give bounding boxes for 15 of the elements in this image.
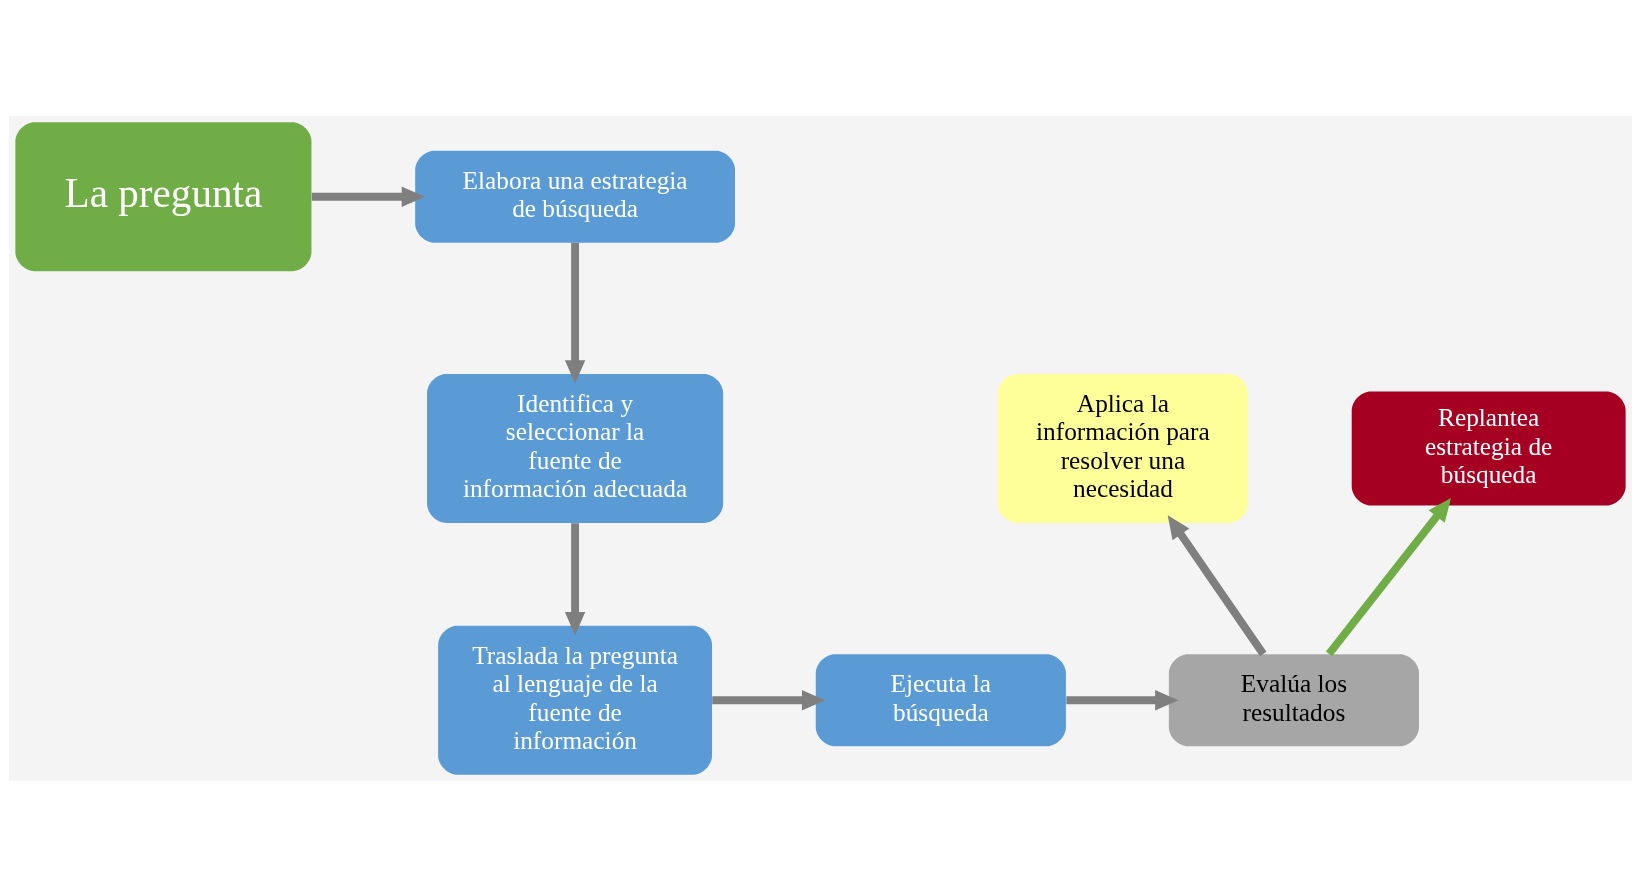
- node-box: Replantea estrategia de búsqueda: [1351, 391, 1626, 505]
- arrow: [712, 689, 826, 710]
- node-box: Traslada la pregunta al lenguaje de la fuente de información: [438, 625, 713, 775]
- arrow: [1066, 689, 1179, 710]
- node-box: Elabora una estrategia de búsqueda: [415, 150, 735, 243]
- arrow: [1325, 497, 1452, 656]
- node-box: Aplica la información para resolver una necesidad: [997, 373, 1248, 523]
- node-box: Evalúa los resultados: [1168, 653, 1419, 746]
- arrow: [311, 186, 425, 207]
- arrow: [564, 522, 586, 635]
- node-box: Identifica y seleccionar la fuente de información adecuada: [427, 373, 724, 523]
- node-box: Ejecuta la búsqueda: [815, 653, 1066, 746]
- arrow: [1167, 514, 1267, 656]
- arrow: [564, 242, 586, 383]
- node-box: La pregunta: [15, 121, 312, 271]
